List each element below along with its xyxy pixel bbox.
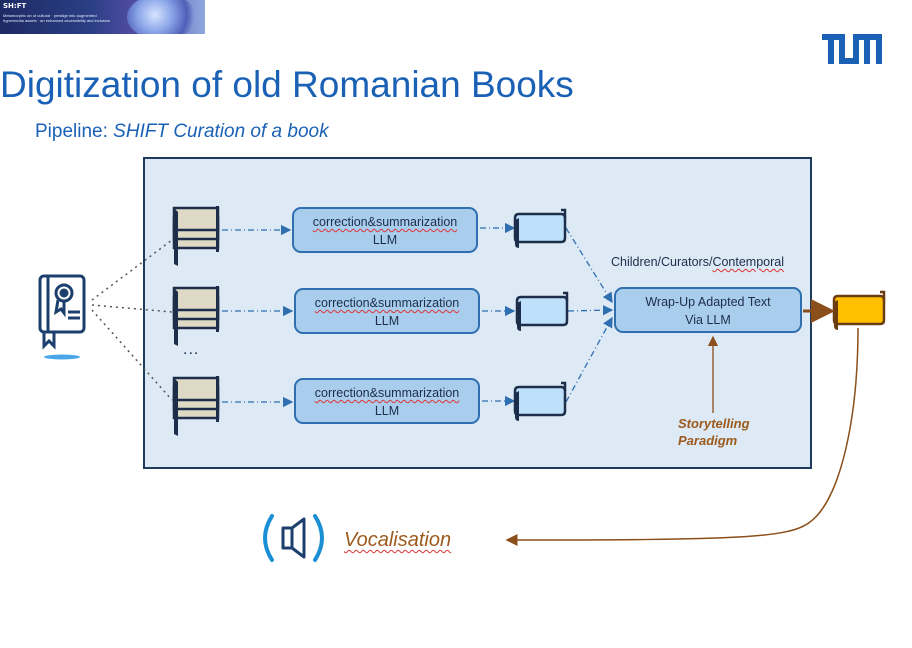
banner-face-image: [127, 0, 197, 34]
storytelling-line2: Paradigm: [678, 433, 738, 448]
audience-label: Children/Curators/Contemporal: [611, 255, 784, 269]
book-pages-stack-3: [172, 374, 221, 438]
wrapup-line1: Wrap-Up Adapted Text: [645, 295, 771, 309]
book-icon-shadow: [44, 354, 80, 360]
wrapup-line2: Via LLM: [685, 313, 731, 327]
output-scroll-icon: [832, 290, 886, 330]
ellipsis: ...: [183, 341, 200, 358]
llm-box-2-line1: correction&summarization: [314, 296, 460, 310]
speaker-icon: [281, 517, 306, 559]
storytelling-line1: Storytelling: [678, 416, 750, 431]
llm-box-3: correction&summarization LLM: [294, 378, 480, 424]
audience-prefix: Children/Curators/: [611, 255, 713, 269]
llm-box-1-line1: correction&summarization: [312, 215, 458, 229]
llm-box-2-line2: LLM: [374, 314, 400, 328]
banner-title: SH:FT: [3, 2, 27, 10]
page-subtitle: Pipeline: SHIFT Curation of a book: [35, 121, 329, 143]
banner-subtitle: Metamorphic an of cultural · prestige in…: [3, 13, 111, 23]
storytelling-paradigm-label: Storytelling Paradigm: [678, 415, 750, 449]
certified-book-icon: [38, 274, 86, 350]
sound-waves-icon: [263, 514, 324, 562]
llm-box-3-line1: correction&summarization: [314, 386, 460, 400]
page-title: Digitization of old Romanian Books: [0, 64, 574, 105]
audience-misspelled-word: Contemporal: [712, 255, 785, 269]
wrapup-llm-box: Wrap-Up Adapted Text Via LLM: [614, 287, 802, 333]
book-pages-stack-2: [172, 284, 221, 348]
summary-scroll-3: [513, 381, 567, 423]
llm-box-3-line2: LLM: [374, 404, 400, 418]
book-pages-stack-1: [172, 204, 221, 268]
summary-scroll-2: [515, 291, 569, 333]
subtitle-prefix: Pipeline:: [35, 121, 114, 142]
project-banner: SH:FT Metamorphic an of cultural · prest…: [0, 0, 205, 34]
llm-box-2: correction&summarization LLM: [294, 288, 480, 334]
summary-scroll-1: [513, 208, 567, 250]
llm-box-1: correction&summarization LLM: [292, 207, 478, 253]
llm-box-1-line2: LLM: [372, 233, 398, 247]
vocalisation-label: Vocalisation: [344, 529, 452, 551]
subtitle-italic: SHIFT Curation of a book: [113, 121, 329, 142]
